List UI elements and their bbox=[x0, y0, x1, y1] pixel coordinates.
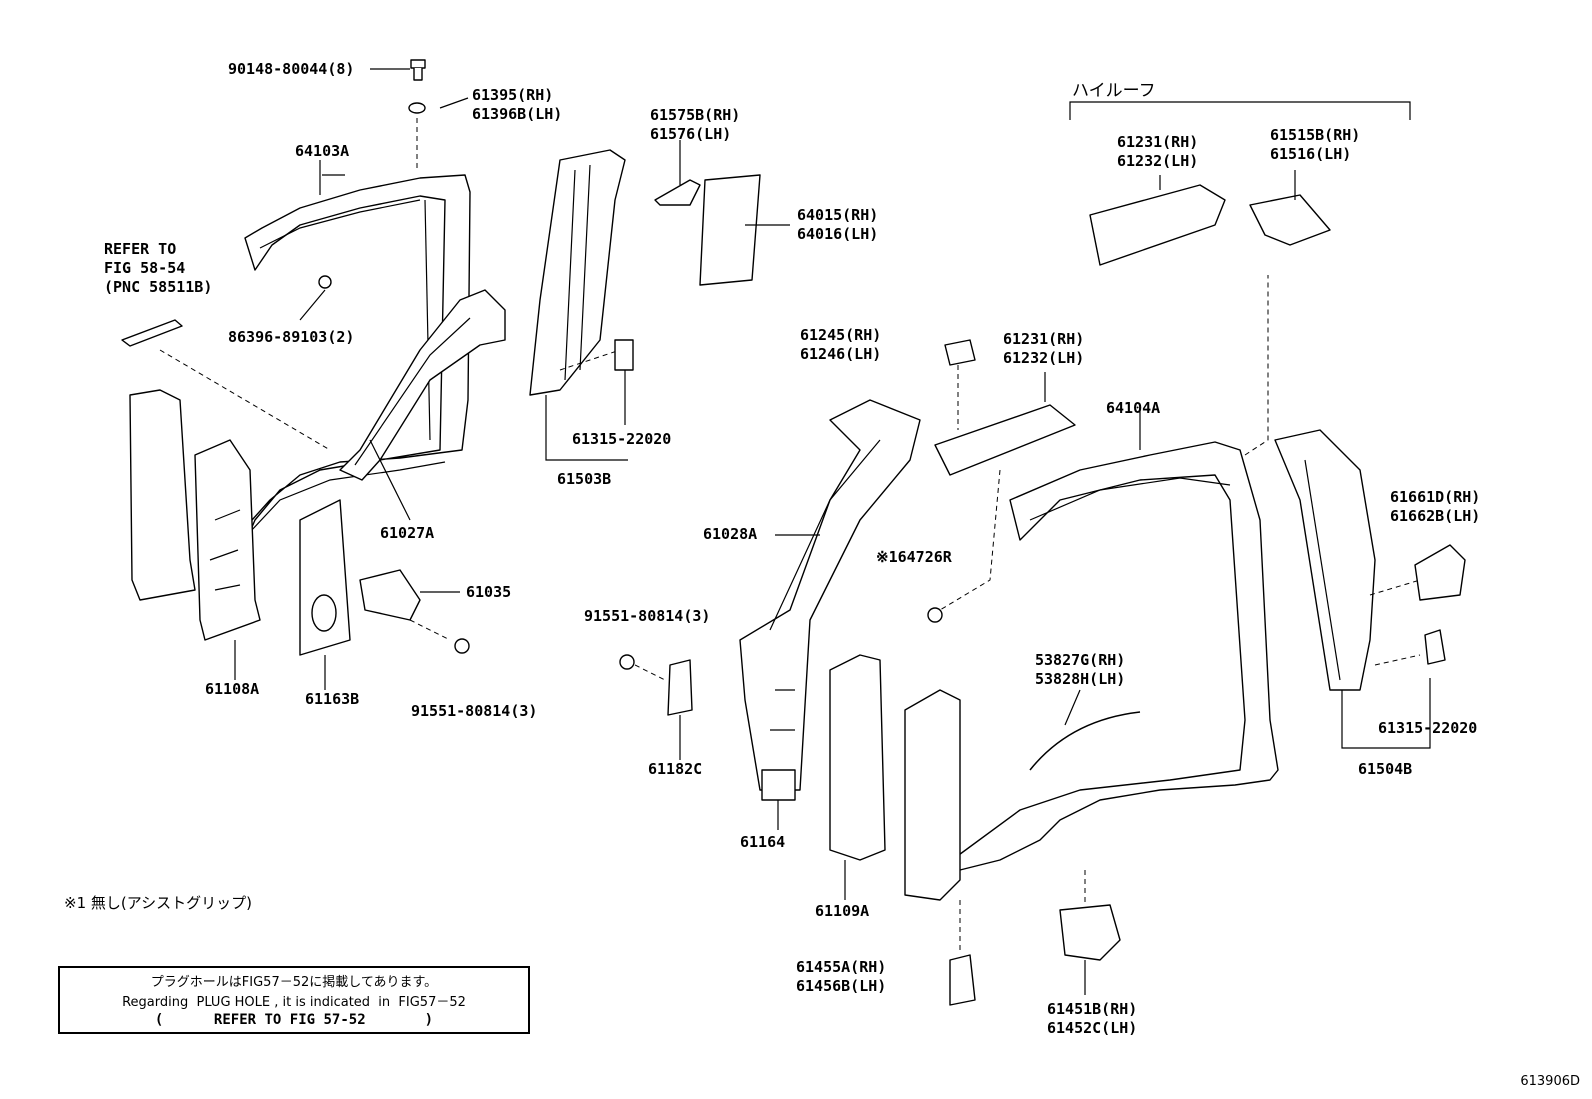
rail-61231-mid-drawing bbox=[934, 372, 1076, 611]
plate-64015-drawing bbox=[699, 174, 790, 286]
bolt-90148-drawing bbox=[370, 59, 426, 81]
label-61163B: 61163B bbox=[305, 690, 360, 708]
pillar-lower-rear-drawing bbox=[904, 689, 961, 950]
footnote-no-assist-grip: ※1 無し(アシストグリップ) bbox=[64, 894, 252, 912]
rail-61231-top-drawing bbox=[1089, 175, 1226, 266]
label-90148-80044: 90148-80044(8) bbox=[228, 60, 355, 78]
bracket-61455A-drawing bbox=[949, 954, 976, 1006]
label-61503B: 61503B bbox=[557, 470, 612, 488]
pillar-61027A-drawing bbox=[339, 289, 506, 521]
pillar-61109A-drawing bbox=[829, 654, 886, 900]
molding-53827-drawing bbox=[1029, 689, 1141, 771]
note-refer-fig-57-52: ( REFER TO FIG 57-52 ) bbox=[154, 1012, 434, 1028]
label-61315-22020-left: 61315-22020 bbox=[572, 430, 672, 448]
part-61164-drawing bbox=[761, 769, 796, 830]
pillar-61504B-drawing bbox=[1274, 429, 1431, 749]
label-86396-89103: 86396-89103(2) bbox=[228, 328, 355, 346]
label-53827G: 53827G(RH) 53828H(LH) bbox=[1035, 651, 1126, 688]
label-61108A: 61108A bbox=[205, 680, 260, 698]
label-61182C: 61182C bbox=[648, 760, 703, 778]
bracket-61451B-drawing bbox=[1059, 870, 1121, 995]
nut-61395-drawing bbox=[408, 97, 469, 172]
bracket-61035-drawing bbox=[359, 569, 470, 654]
label-61245: 61245(RH) 61246(LH) bbox=[800, 326, 882, 363]
label-refer-fig-58-54: REFER TO FIG 58-54 (PNC 58511B) bbox=[104, 240, 213, 296]
panel-64104A-drawing bbox=[951, 275, 1279, 871]
label-64103A: 64103A bbox=[295, 142, 350, 160]
label-high-roof: ハイルーフ bbox=[1072, 81, 1156, 101]
clip-86396-drawing bbox=[299, 275, 332, 321]
plate-61315-right-drawing bbox=[1424, 629, 1446, 665]
label-64726R: ※164726R bbox=[876, 548, 952, 566]
label-91551-80814-a: 91551-80814(3) bbox=[584, 607, 711, 625]
label-61028A: 61028A bbox=[703, 525, 758, 543]
note-japanese: プラグホールはFIG57－52に掲載してあります。 bbox=[150, 975, 438, 990]
label-61231-mid: 61231(RH) 61232(LH) bbox=[1003, 330, 1085, 367]
label-61027A: 61027A bbox=[380, 524, 435, 542]
bracket-61661D-drawing bbox=[1414, 544, 1466, 601]
label-61504B: 61504B bbox=[1358, 760, 1413, 778]
label-61315-22020-right: 61315-22020 bbox=[1378, 719, 1478, 737]
label-61451B: 61451B(RH) 61452C(LH) bbox=[1047, 1000, 1138, 1037]
label-61575B: 61575B(RH) 61576(LH) bbox=[650, 106, 741, 143]
note-english: Regarding PLUG HOLE , it is indicated in… bbox=[122, 995, 466, 1010]
pillar-61503B-drawing bbox=[529, 149, 634, 461]
clip-64726R-drawing bbox=[927, 607, 943, 623]
label-61661D: 61661D(RH) 61662B(LH) bbox=[1390, 488, 1481, 525]
bracket-61245-drawing bbox=[944, 339, 976, 430]
figure-code: 613906D bbox=[1520, 1074, 1580, 1089]
bracket-61182C-drawing bbox=[619, 654, 693, 760]
refer-pad-drawing bbox=[121, 319, 331, 451]
label-61164: 61164 bbox=[740, 833, 786, 851]
label-61109A: 61109A bbox=[815, 902, 870, 920]
label-61395: 61395(RH) 61396B(LH) bbox=[472, 86, 563, 123]
pillar-61108A-drawing bbox=[129, 389, 261, 680]
label-64015: 64015(RH) 64016(LH) bbox=[797, 206, 879, 243]
label-61455A: 61455A(RH) 61456B(LH) bbox=[796, 958, 887, 995]
bracket-61515-drawing bbox=[1249, 170, 1331, 246]
label-61035: 61035 bbox=[466, 583, 512, 601]
plug-hole-note-box: プラグホールはFIG57－52に掲載してあります。 Regarding PLUG… bbox=[58, 966, 530, 1034]
pillar-61163B-drawing bbox=[299, 499, 351, 690]
high-roof-bracket bbox=[1069, 101, 1411, 120]
bracket-61575B-drawing bbox=[654, 140, 701, 206]
label-61231-top: 61231(RH) 61232(LH) bbox=[1117, 133, 1199, 170]
label-64104A: 64104A bbox=[1106, 399, 1161, 417]
label-61515B: 61515B(RH) 61516(LH) bbox=[1270, 126, 1361, 163]
label-91551-80814-b: 91551-80814(3) bbox=[411, 702, 538, 720]
